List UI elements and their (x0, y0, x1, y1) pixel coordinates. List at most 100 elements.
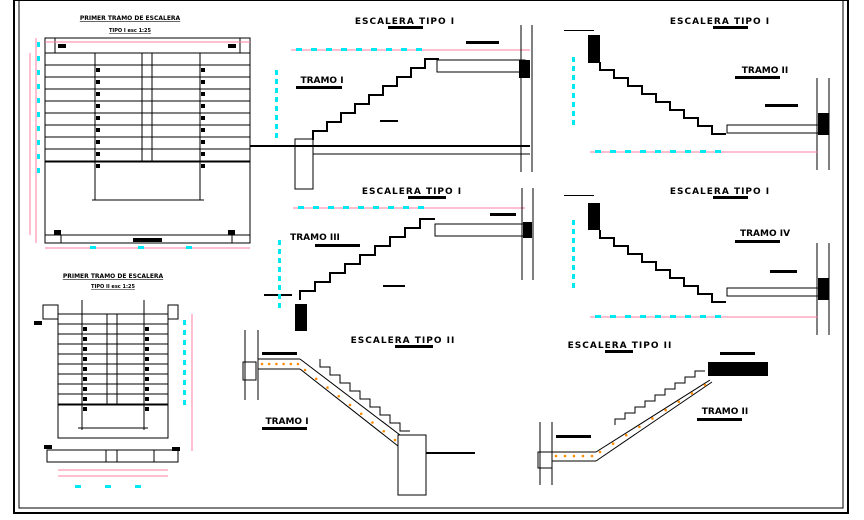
dimension-text (572, 229, 575, 234)
rebar-mark (145, 407, 149, 411)
rebar-dot (382, 429, 386, 433)
section-5-tramo: TRAMO I (265, 417, 308, 427)
dimension-text (90, 246, 96, 249)
dimension-text (183, 360, 186, 365)
rebar-mark (201, 68, 205, 72)
dimension-text (386, 48, 392, 51)
rebar-dot (703, 383, 707, 387)
dimension-text (186, 246, 192, 249)
dimension-text (275, 88, 278, 93)
dimension-text (138, 246, 144, 249)
dimension-text (278, 249, 281, 254)
dimension-text (572, 66, 575, 71)
dimension-text (655, 150, 661, 153)
rebar-mark (96, 128, 100, 132)
dimension-text (625, 315, 631, 318)
rebar-mark (145, 367, 149, 371)
section-tipo1-tramo1: ESCALERA TIPO I TRAMO I (250, 17, 533, 190)
dimension-text (183, 350, 186, 355)
dimension-text (700, 315, 706, 318)
dimension-text (275, 124, 278, 129)
dimension-text (640, 150, 646, 153)
dimension-text (296, 48, 302, 51)
dimension-text (275, 115, 278, 120)
section-3-title: ESCALERA TIPO I (362, 187, 462, 197)
rebar-mark (96, 116, 100, 120)
dimension-text (572, 57, 575, 62)
section-tipo1-tramo4: ESCALERA TIPO I TRAMO IV (564, 187, 830, 335)
dimension-text (183, 380, 186, 385)
dimension-text (298, 206, 304, 209)
section-1-tramo: TRAMO I (300, 76, 343, 86)
dimension-text (572, 238, 575, 243)
rebar-mark (83, 397, 87, 401)
rebar-dot (554, 454, 558, 458)
dimension-text (183, 320, 186, 325)
dimension-text (37, 168, 40, 173)
rebar-mark (201, 116, 205, 120)
dimension-text (373, 206, 379, 209)
dimension-text (670, 150, 676, 153)
rebar-dot (581, 454, 585, 458)
dimension-text (343, 206, 349, 209)
dimension-text (183, 390, 186, 395)
rebar-dot (590, 454, 594, 458)
rebar-mark (83, 337, 87, 341)
rebar-mark (83, 327, 87, 331)
rebar-dot (348, 403, 352, 407)
dimension-text (278, 276, 281, 281)
dimension-text (275, 133, 278, 138)
rebar-dot (677, 400, 681, 404)
rebar-mark (83, 367, 87, 371)
rebar-dot (638, 425, 641, 429)
dimension-text (37, 126, 40, 131)
dimension-text (275, 106, 278, 111)
dimension-text (640, 315, 646, 318)
rebar-mark (83, 377, 87, 381)
dimension-text (572, 283, 575, 288)
dimension-text (685, 315, 691, 318)
dimension-text (416, 48, 422, 51)
dimension-text (278, 267, 281, 272)
section-6-tramo: TRAMO II (702, 407, 748, 417)
dimension-text (183, 370, 186, 375)
dimension-text (37, 70, 40, 75)
rebar-dot (624, 433, 628, 437)
rebar-dot (651, 417, 654, 420)
dimension-text (403, 206, 409, 209)
plan-tipo-1: PRIMER TRAMO DE ESCALERA TIPO I esc 1:25 (29, 15, 251, 249)
section-tipo1-tramo3: ESCALERA TIPO I TRAMO III (264, 187, 534, 331)
dimension-text (418, 206, 424, 209)
dimension-text (572, 220, 575, 225)
rebar-mark (145, 347, 149, 351)
dimension-text (401, 48, 407, 51)
rebar-mark (201, 104, 205, 108)
dimension-text (278, 285, 281, 290)
dimension-text (685, 150, 691, 153)
dimension-text (572, 274, 575, 279)
section-4-title: ESCALERA TIPO I (670, 187, 770, 197)
rebar-mark (96, 164, 100, 168)
rebar-mark (83, 347, 87, 351)
section-tipo2-tramo2: ESCALERA TIPO II TRAMO II (537, 341, 768, 485)
dimension-text (572, 75, 575, 80)
rebar-mark (96, 140, 100, 144)
plan-2-subtitle: TIPO II esc 1:25 (91, 284, 135, 290)
dimension-text (371, 48, 377, 51)
section-1-title: ESCALERA TIPO I (355, 17, 455, 27)
dimension-text (572, 265, 575, 270)
rebar-mark (145, 357, 149, 361)
rebar-dot (598, 450, 602, 454)
dimension-text (37, 56, 40, 61)
rebar-dot (690, 392, 694, 395)
sheet-border (13, 0, 849, 514)
rebar-dot (289, 362, 293, 366)
dimension-text (37, 84, 40, 89)
dimension-text (572, 111, 575, 116)
dimension-marks (37, 42, 721, 488)
dimension-text (75, 485, 81, 488)
rebar-dot (267, 362, 271, 366)
rebar-mark (83, 387, 87, 391)
dimension-text (275, 97, 278, 102)
dimension-text (595, 315, 601, 318)
